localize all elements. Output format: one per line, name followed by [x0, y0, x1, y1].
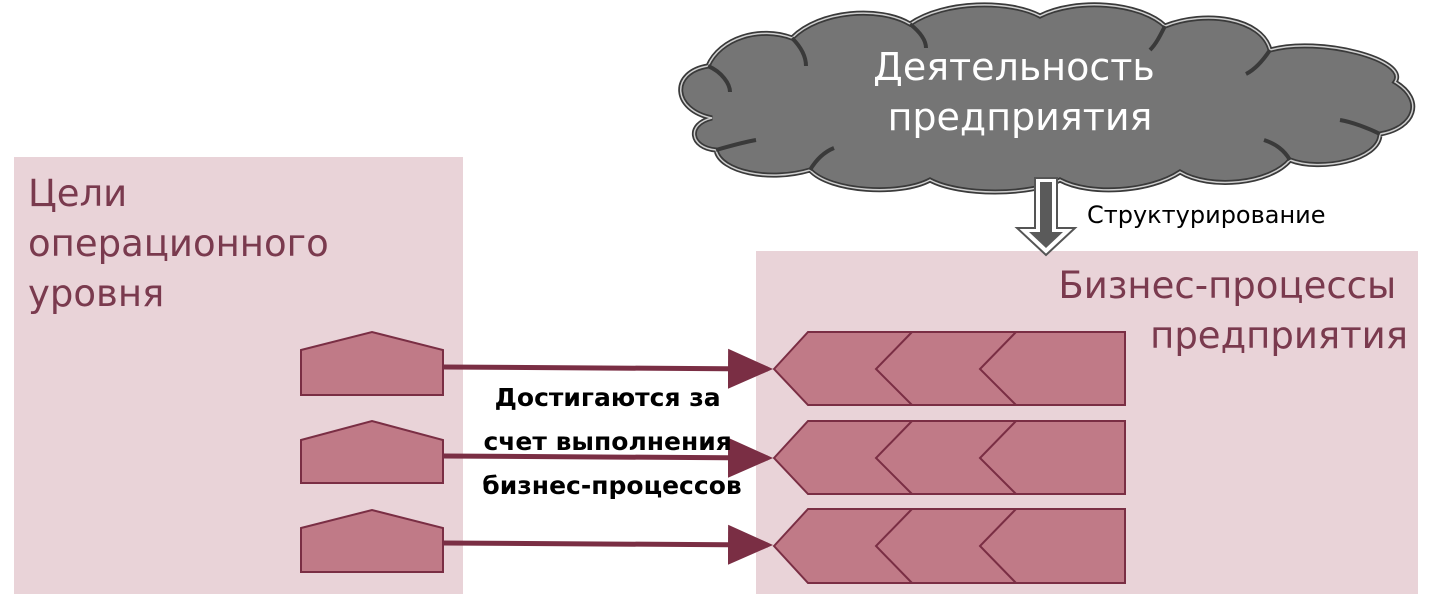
- process-bar-1: [772, 331, 1126, 406]
- goals-title-line-3: уровня: [28, 272, 164, 315]
- cloud-text-line-1: Деятельность: [873, 45, 1155, 89]
- goals-panel-title: Цели операционного уровня: [28, 172, 340, 315]
- enterprise-activity-cloud: Деятельность предприятия: [678, 2, 1416, 195]
- goal-shape-1: [300, 330, 444, 396]
- structuring-arrow: [1014, 177, 1078, 257]
- processes-panel-title: Бизнес-процессы предприятия: [1058, 264, 1408, 357]
- processes-title-line-1: Бизнес-процессы: [1058, 264, 1396, 307]
- goals-title-line-2: операционного: [28, 222, 329, 265]
- connector-note-line-3: бизнес-процессов: [482, 471, 741, 500]
- connector-note-line-1: Достигаются за: [495, 383, 721, 412]
- goal-shape-3: [300, 508, 444, 573]
- goals-title-line-1: Цели: [28, 172, 127, 215]
- process-bar-3: [772, 508, 1126, 584]
- goal-arrow-3: [442, 524, 773, 565]
- connector-note: Достигаются за счет выполнения бизнес-пр…: [482, 383, 741, 500]
- processes-title-line-2: предприятия: [1150, 314, 1408, 357]
- goal-arrow-2: [442, 437, 773, 478]
- connector-note-line-2: счет выполнения: [483, 427, 731, 456]
- cloud-text-line-2: предприятия: [888, 95, 1153, 139]
- goal-arrow-1: [442, 348, 773, 389]
- goal-shape-2: [300, 419, 444, 484]
- cloud-text: Деятельность предприятия: [873, 45, 1167, 139]
- process-bar-2: [772, 420, 1126, 495]
- structuring-label: Структурирование: [1087, 201, 1326, 229]
